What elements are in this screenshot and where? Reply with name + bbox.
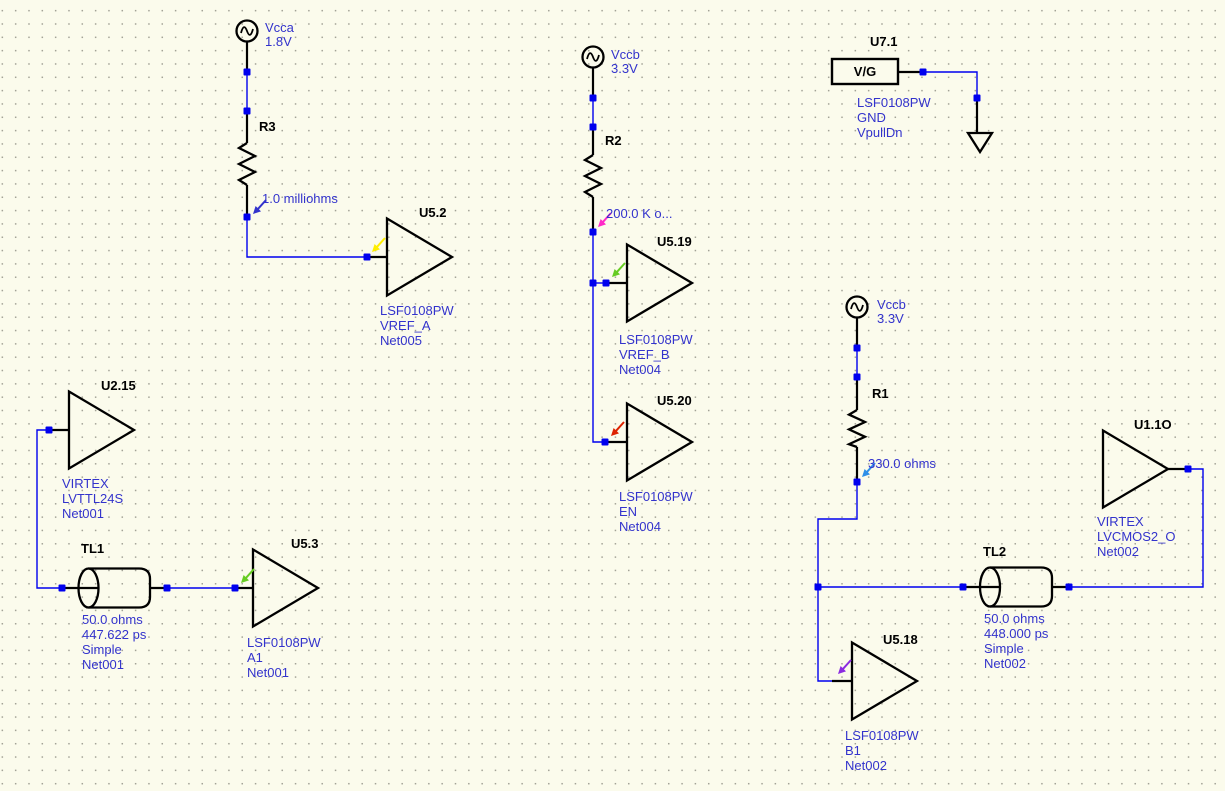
r2-ref-label: R2 <box>605 133 622 148</box>
tl1-net-label: Net001 <box>82 657 124 672</box>
u5-3-pin-arrow <box>241 568 255 583</box>
u1-1o-ref-label: U1.1O <box>1134 417 1172 432</box>
u7-1-ref-label: U7.1 <box>870 34 898 49</box>
u5-18-pin-label: B1 <box>845 743 861 758</box>
u5-2-net-label: Net005 <box>380 333 422 348</box>
tl2-impedance-label[interactable]: 50.0 ohms <box>984 611 1045 626</box>
u5-18-buffer-symbol[interactable] <box>850 640 920 722</box>
tl2-net-label: Net002 <box>984 656 1026 671</box>
u2-15-ref-label: U2.15 <box>101 378 136 393</box>
u5-2-model-label: LSF0108PW <box>380 303 454 318</box>
u7-1-vpulldn-label: VpullDn <box>857 125 903 140</box>
vccb-name-label: Vccb <box>611 47 640 62</box>
u5-3-ref-label: U5.3 <box>291 536 319 551</box>
u2-15-net-label: Net001 <box>62 506 104 521</box>
u5-19-ref-label: U5.19 <box>657 234 692 249</box>
tl1-transmission-line-symbol[interactable] <box>77 567 152 609</box>
ground-symbol[interactable] <box>965 131 995 155</box>
tl1-delay-label[interactable]: 447.622 ps <box>82 627 147 642</box>
tl2-type-label: Simple <box>984 641 1024 656</box>
u7-1-vg-pin-label[interactable]: V/G <box>853 64 877 79</box>
u5-18-model-label: LSF0108PW <box>845 728 919 743</box>
u2-15-model-label: VIRTEX <box>62 476 109 491</box>
u5-20-buffer-symbol[interactable] <box>625 401 695 483</box>
u5-18-net-label: Net002 <box>845 758 887 773</box>
junction-dots <box>45 68 1192 592</box>
r2-resistor-symbol[interactable] <box>582 154 604 198</box>
r1-resistor-symbol[interactable] <box>845 409 868 449</box>
vccb2-voltage-label: 3.3V <box>877 311 904 326</box>
u7-1-gnd-label: GND <box>857 110 886 125</box>
vccb2-name-label: Vccb <box>877 297 906 312</box>
u7-1-model-label: LSF0108PW <box>857 95 931 110</box>
u5-18-ref-label: U5.18 <box>883 632 918 647</box>
u1-1o-model-label: VIRTEX <box>1097 514 1144 529</box>
u5-2-ref-label: U5.2 <box>419 205 447 220</box>
sine-icon <box>586 52 600 62</box>
r3-value-label[interactable]: 1.0 milliohms <box>262 191 338 206</box>
u1-1o-net-label: Net002 <box>1097 544 1139 559</box>
wire-net004[interactable] <box>592 232 606 443</box>
u5-19-pin-label: VREF_B <box>619 347 670 362</box>
u5-20-pin-label: EN <box>619 504 638 519</box>
u5-19-model-label: LSF0108PW <box>619 332 693 347</box>
u5-20-pin-arrow <box>611 421 625 436</box>
vcca-voltage-label: 1.8V <box>265 34 292 49</box>
u5-18-pin-arrow <box>838 659 852 674</box>
r3-ref-label: R3 <box>259 119 276 134</box>
r3-resistor-symbol[interactable] <box>236 142 258 186</box>
tl1-type-label: Simple <box>82 642 122 657</box>
u5-2-buffer-symbol[interactable] <box>385 216 455 298</box>
vccb2-source-symbol[interactable] <box>845 295 869 319</box>
u5-3-net-label: Net001 <box>247 665 289 680</box>
r1-ref-label: R1 <box>872 386 889 401</box>
r2-pin-arrow <box>598 212 612 227</box>
vccb-source-symbol[interactable] <box>581 45 605 69</box>
tl1-ref-label: TL1 <box>81 541 105 556</box>
sine-icon <box>850 302 864 312</box>
u1-1o-buffer-symbol[interactable] <box>1101 428 1171 510</box>
wire-net001[interactable] <box>36 429 235 589</box>
tl2-delay-label[interactable]: 448.000 ps <box>984 626 1049 641</box>
u2-15-pin-label: LVTTL24S <box>62 491 124 506</box>
vcca-source-symbol[interactable] <box>235 19 259 43</box>
u5-19-buffer-symbol[interactable] <box>625 242 695 324</box>
u5-20-model-label: LSF0108PW <box>619 489 693 504</box>
wire-net002[interactable] <box>817 468 1204 682</box>
tl2-transmission-line-symbol[interactable] <box>978 566 1054 608</box>
u5-3-model-label: LSF0108PW <box>247 635 321 650</box>
u5-2-pin-arrow <box>372 237 386 252</box>
u5-20-net-label: Net004 <box>619 519 661 534</box>
u5-19-net-label: Net004 <box>619 362 661 377</box>
u5-19-pin-arrow <box>612 262 626 277</box>
u7-1-pin-box[interactable] <box>830 57 900 86</box>
r1-value-label[interactable]: 330.0 ohms <box>868 456 936 471</box>
tl2-ref-label: TL2 <box>983 544 1007 559</box>
vccb-voltage-label: 3.3V <box>611 61 638 76</box>
u2-15-buffer-symbol[interactable] <box>67 389 137 471</box>
u5-3-buffer-symbol[interactable] <box>251 547 321 629</box>
r3-pin-arrow <box>253 199 267 214</box>
u5-20-ref-label: U5.20 <box>657 393 692 408</box>
vcca-name-label: Vcca <box>265 20 294 35</box>
wire-u71-ground[interactable] <box>923 71 978 98</box>
r1-pin-arrow <box>862 462 876 477</box>
r2-value-label[interactable]: 200.0 K o... <box>606 206 673 221</box>
sine-icon <box>240 26 254 36</box>
u5-3-pin-label: A1 <box>247 650 263 665</box>
wire-net005[interactable] <box>246 217 367 258</box>
u1-1o-pin-label: LVCMOS2_O <box>1097 529 1176 544</box>
tl1-impedance-label[interactable]: 50.0 ohms <box>82 612 143 627</box>
u5-2-pin-label: VREF_A <box>380 318 431 333</box>
